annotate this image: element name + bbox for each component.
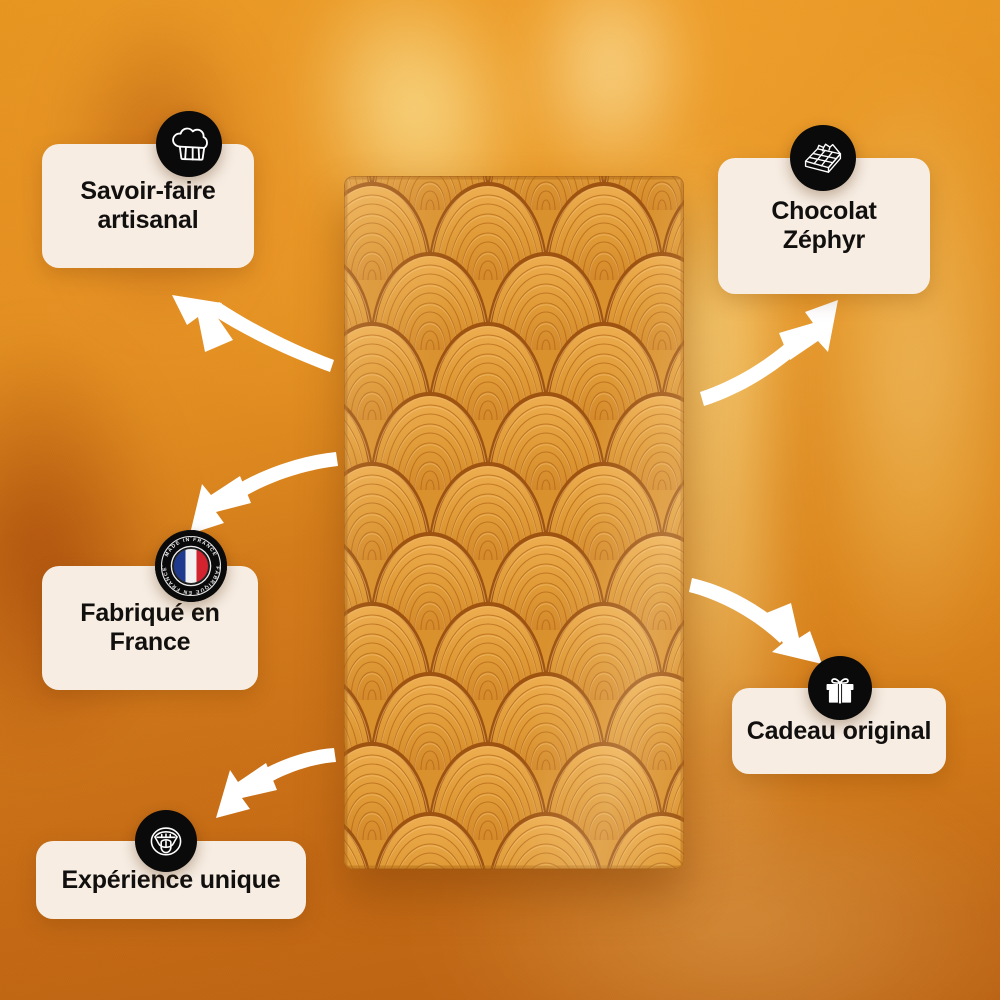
feature-savoir-faire[interactable]: Savoir-faire artisanal [42, 111, 254, 268]
feature-card[interactable]: Savoir-faire artisanal [42, 144, 254, 268]
chef-hat-icon [156, 111, 222, 177]
feature-chocolat-zephyr[interactable]: Chocolat Zéphyr [718, 125, 930, 294]
feature-label: Cadeau original [746, 716, 932, 745]
made-in-france-emblem-icon: MADE IN FRANCE FABRIQUÉ EN FRANCE [155, 530, 227, 602]
feature-cadeau-original[interactable]: Cadeau original [732, 656, 946, 774]
feature-fabrique-en-france[interactable]: MADE IN FRANCE FABRIQUÉ EN FRANCE Fabriq… [42, 530, 258, 690]
feature-card[interactable]: Fabriqué en France [42, 566, 258, 690]
fan-pattern-rows [344, 176, 684, 869]
chocolate-bar-product-image [344, 176, 684, 869]
gift-box-icon [808, 656, 872, 720]
feature-experience-unique[interactable]: Expérience unique [36, 810, 306, 919]
feature-label: Savoir-faire artisanal [80, 177, 216, 234]
feature-label: Expérience unique [61, 865, 281, 894]
feature-label: Chocolat Zéphyr [771, 197, 877, 254]
chocolate-bar-icon [790, 125, 856, 191]
feature-label: Fabriqué en France [80, 599, 220, 656]
feature-card[interactable]: Chocolat Zéphyr [718, 158, 930, 294]
mouth-tongue-taste-icon [135, 810, 197, 872]
